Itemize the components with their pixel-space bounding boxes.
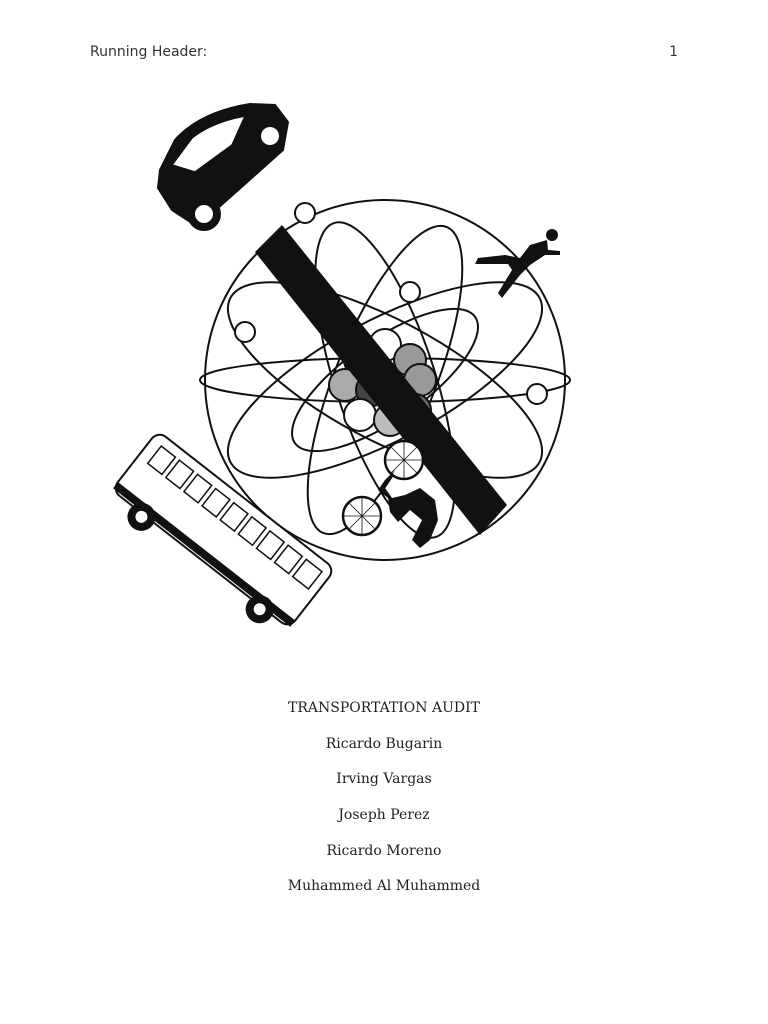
cover-illustration [113,102,571,627]
author-name: Muhammed Al Muhammed [287,878,481,895]
bicycle-icon [341,439,438,548]
page-number: 1 [669,44,678,60]
author-name: Irving Vargas [336,771,432,788]
running-header: Running Header: [90,44,208,60]
author-name: Joseph Perez [338,807,430,824]
school-bus-icon [113,433,333,627]
document-title: TRANSPORTATION AUDIT [288,700,480,716]
car-icon [156,102,290,231]
author-name: Ricardo Moreno [326,842,442,859]
title-page-block: TRANSPORTATION AUDIT Ricardo Bugarin Irv… [0,698,768,912]
prohibition-stripe [255,225,507,535]
running-person-icon [475,229,560,298]
author-name: Ricardo Bugarin [325,735,443,752]
